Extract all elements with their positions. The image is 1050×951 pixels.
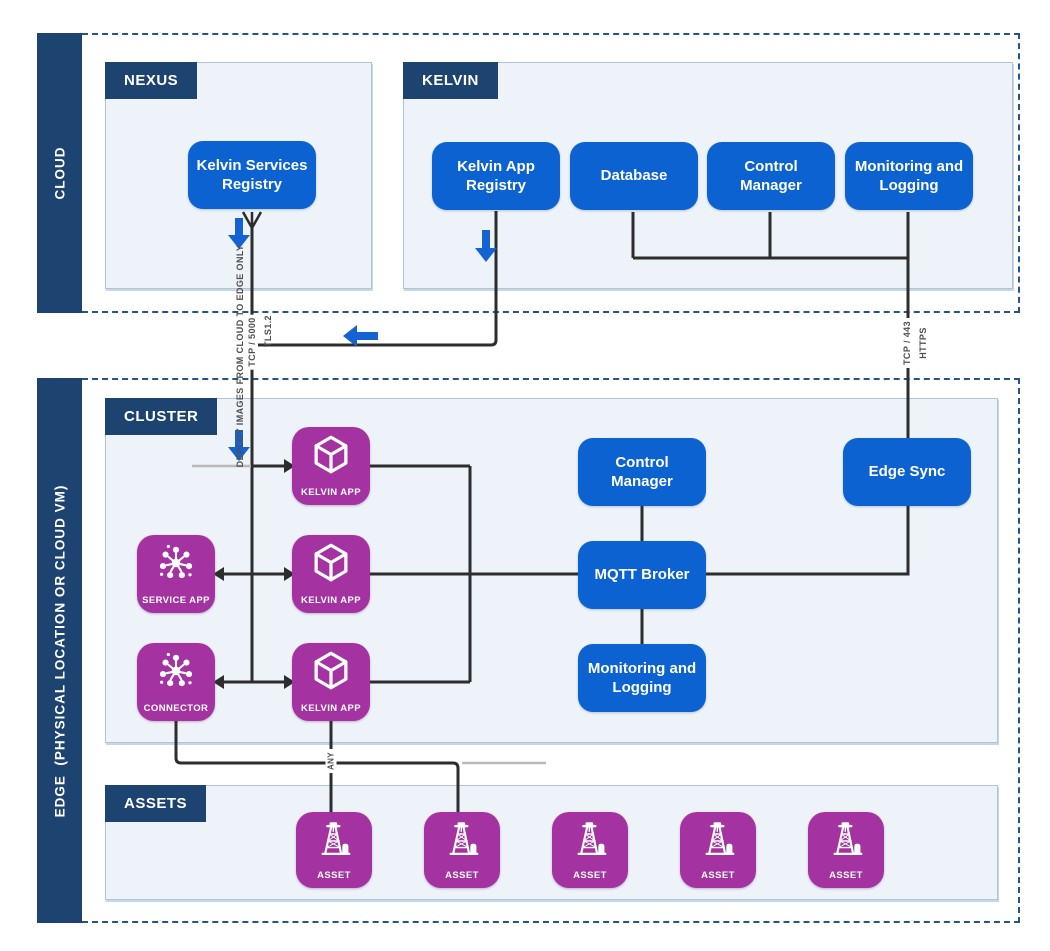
cloud-region-label: CLOUD <box>52 146 67 200</box>
tile-kelvin-app-1: KELVIN APP <box>292 427 370 505</box>
tcp-443-label: TCP / 443 <box>901 318 913 368</box>
https-label: HTTPS <box>918 327 928 359</box>
tile-service-app-label: SERVICE APP <box>142 595 210 606</box>
tile-asset-label: ASSET <box>445 870 479 881</box>
tile-service-app: SERVICE APP <box>137 535 215 613</box>
node-kelvin-services-registry: Kelvin Services Registry <box>188 141 316 209</box>
node-edge-sync: Edge Sync <box>843 438 971 506</box>
tile-kelvin-app-label: KELVIN APP <box>301 595 361 606</box>
cube-icon <box>314 651 348 690</box>
cloud-region-border <box>82 33 1020 313</box>
tile-asset-label: ASSET <box>829 870 863 881</box>
deploy-images-label: DEPLOY IMAGES FROM CLOUD TO EDGE ONLY <box>235 244 245 468</box>
tile-kelvin-app-3: KELVIN APP <box>292 643 370 721</box>
cube-icon <box>314 543 348 582</box>
node-mqtt-broker: MQTT Broker <box>578 541 706 609</box>
node-control-manager-edge: Control Manager <box>578 438 706 506</box>
tile-asset-3: ASSET <box>552 812 628 888</box>
any-label: ANY <box>325 748 337 774</box>
kelvin-panel-title: KELVIN <box>403 62 498 99</box>
derrick-icon <box>321 820 351 856</box>
tile-asset-4: ASSET <box>680 812 756 888</box>
cluster-panel-title: CLUSTER <box>105 398 218 435</box>
tile-asset-label: ASSET <box>317 870 351 881</box>
tile-asset-2: ASSET <box>424 812 500 888</box>
edge-region-border <box>82 378 1020 923</box>
tls-label: TLS1.2 <box>263 315 273 347</box>
tcp-5000-label: TCP / 5000 <box>246 314 258 370</box>
derrick-icon <box>833 820 863 856</box>
cloud-region-bar: CLOUD <box>37 33 82 313</box>
node-database: Database <box>570 142 698 210</box>
tile-kelvin-app-label: KELVIN APP <box>301 703 361 714</box>
tile-asset-label: ASSET <box>701 870 735 881</box>
hub-icon <box>158 543 194 580</box>
tile-connector: CONNECTOR <box>137 643 215 721</box>
cube-icon <box>314 435 348 474</box>
tile-kelvin-app-2: KELVIN APP <box>292 535 370 613</box>
derrick-icon <box>577 820 607 856</box>
tile-kelvin-app-label: KELVIN APP <box>301 487 361 498</box>
derrick-icon <box>705 820 735 856</box>
node-control-manager-cloud: Control Manager <box>707 142 835 210</box>
tile-asset-1: ASSET <box>296 812 372 888</box>
tile-asset-5: ASSET <box>808 812 884 888</box>
derrick-icon <box>449 820 479 856</box>
hub-icon <box>158 651 194 688</box>
node-kelvin-app-registry: Kelvin App Registry <box>432 142 560 210</box>
node-monitoring-logging-cloud: Monitoring and Logging <box>845 142 973 210</box>
tile-connector-label: CONNECTOR <box>143 703 209 714</box>
nexus-panel-title: NEXUS <box>105 62 198 99</box>
edge-region-bar: EDGE (PHYSICAL LOCATION OR CLOUD VM) <box>37 378 82 923</box>
tile-asset-label: ASSET <box>573 870 607 881</box>
route-left-arrow-icon <box>343 325 378 347</box>
assets-panel-title: ASSETS <box>105 785 207 822</box>
node-monitoring-logging-edge: Monitoring and Logging <box>578 644 706 712</box>
edge-region-label: EDGE (PHYSICAL LOCATION OR CLOUD VM) <box>52 484 67 817</box>
